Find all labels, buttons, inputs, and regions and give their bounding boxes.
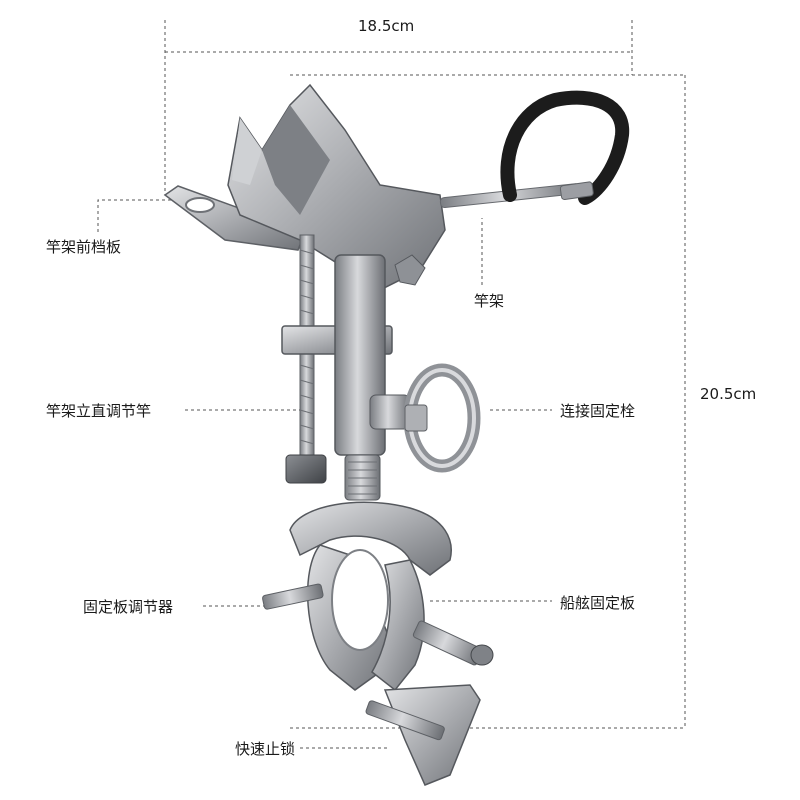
connect-bolt-label: 连接固定栓 [560, 402, 636, 420]
front-plate-label: 竿架前档板 [46, 238, 122, 256]
width-dimension-label: 18.5cm [358, 17, 415, 35]
height-dimension-guide [290, 75, 686, 729]
width-dimension-guide [164, 20, 685, 195]
quick-lock-label: 快速止锁 [235, 740, 296, 758]
callout-leaders [97, 199, 552, 749]
clamp-upper-jaw [289, 501, 452, 576]
height-dimension-label: 20.5cm [700, 385, 757, 403]
gunwale-clamp [262, 501, 494, 786]
rod-holder-label: 竿架 [474, 292, 505, 310]
gunwale-plate-label: 船舷固定板 [560, 594, 636, 612]
rod-holder-assembly [163, 83, 630, 291]
vertical-adjust-rod [281, 234, 393, 484]
vertical-rod-label: 竿架立直调节竿 [46, 402, 152, 420]
grip-handle [500, 90, 630, 205]
connecting-bolt [369, 363, 481, 473]
knurled-coupler [344, 454, 381, 501]
plate-adjuster-label: 固定板调节器 [83, 598, 174, 616]
